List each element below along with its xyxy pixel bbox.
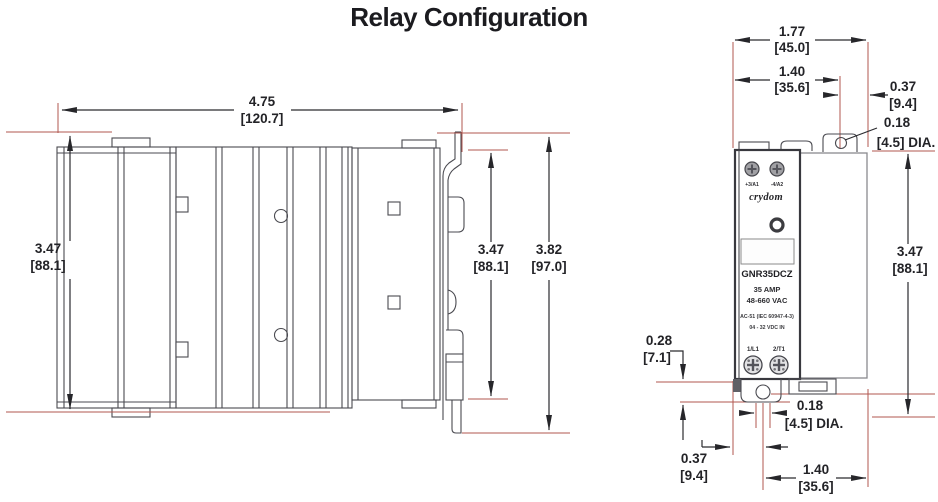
dim-front-bottom-hole-dia: 0.18 [4.5] DIA.	[739, 398, 844, 431]
bottom-right-tab	[788, 378, 837, 395]
dim-value-mm: [7.1]	[643, 350, 671, 365]
page-title: Relay Configuration	[350, 2, 588, 32]
relay-housing-side	[56, 137, 177, 418]
dim-front-bottom-tab: 0.28 [7.1]	[643, 333, 686, 440]
dim-side-height-overall: 3.82 [97.0]	[531, 136, 567, 431]
dim-front-top-hole-offset: 1.40 [35.6]	[734, 64, 839, 95]
din-rail-bracket	[442, 131, 465, 434]
dim-front-width-overall: 1.77 [45.0]	[734, 24, 867, 55]
dim-side-height-body: 3.47 [88.1]	[473, 152, 509, 397]
fin-clip	[175, 196, 189, 213]
dim-value: 3.47	[897, 244, 923, 259]
dim-value: 3.47	[478, 242, 504, 257]
dim-value: 0.18	[884, 115, 911, 130]
control-input: 04 - 32 VDC IN	[749, 325, 784, 331]
dim-value-mm: [97.0]	[531, 259, 566, 274]
dim-value: 1.40	[779, 64, 805, 79]
top-tab-flat	[738, 141, 770, 151]
top-mounting-tab	[822, 133, 858, 152]
model-number: GNR35DCZ	[741, 269, 792, 280]
mounting-hole	[273, 208, 289, 224]
dim-value: 1.77	[779, 24, 805, 39]
terminal-label-1l1: 1/L1	[747, 347, 760, 353]
brand-logo: crydom	[749, 192, 783, 203]
dim-side-width: 4.75 [120.7]	[61, 94, 459, 126]
dim-value: 0.37	[681, 451, 707, 466]
front-view-drawing: +3/A1 -4/A2 crydom GNR35DCZ 35 AMP 48-66…	[643, 24, 935, 494]
output-terminal-screw-right	[769, 355, 789, 375]
side-view-drawing: 4.75 [120.7] 3.47 [88.1] 3.47 [88.1]	[6, 94, 570, 434]
dim-value-mm: [88.1]	[473, 259, 508, 274]
dim-value: 0.28	[646, 333, 673, 348]
dim-value-mm: [35.6]	[798, 479, 833, 494]
dim-value: 0.18	[797, 398, 824, 413]
bottom-foot	[733, 379, 741, 392]
utilization-category: AC-51 (IEC 60947-4-3)	[740, 314, 794, 320]
din-spring	[445, 353, 464, 401]
dim-value-mm: [4.5] DIA.	[785, 416, 844, 431]
dim-value: 4.75	[249, 94, 276, 109]
dim-value: 0.37	[890, 79, 916, 94]
dim-front-height: 3.47 [88.1]	[892, 153, 928, 415]
side-view-extension-lines	[6, 103, 570, 434]
relay-face	[733, 148, 802, 381]
dim-value-mm: [35.6]	[774, 80, 809, 95]
dim-front-top-hole-dia: 0.18 [4.5] DIA.	[844, 115, 936, 150]
dim-value: 1.40	[803, 462, 829, 477]
top-tab-hump	[780, 140, 813, 151]
rating-current: 35 AMP	[754, 285, 781, 294]
dim-value: 3.82	[536, 242, 562, 257]
fin-clip	[175, 341, 189, 358]
relay-front-body	[733, 133, 868, 403]
bottom-right-tab-notch	[798, 381, 828, 392]
input-terminal-screw-right	[769, 161, 785, 177]
bottom-mounting-tab	[740, 379, 782, 403]
output-terminal-screw-left	[743, 355, 763, 375]
heatsink-fins	[175, 146, 353, 409]
dim-value-mm: [88.1]	[892, 261, 927, 276]
dim-value-mm: [4.5] DIA.	[877, 135, 936, 150]
dim-front-bottom-hole-offset: 1.40 [35.6]	[765, 462, 867, 494]
top-mounting-hole	[834, 136, 848, 150]
terminal-label-3a1: +3/A1	[745, 182, 759, 188]
dim-value-mm: [45.0]	[774, 40, 809, 55]
din-bump	[447, 289, 457, 315]
terminal-label-2t1: 2/T1	[773, 347, 786, 353]
input-terminal-screw-left	[744, 161, 760, 177]
din-foot	[451, 400, 462, 434]
rating-voltage: 48-660 VAC	[747, 296, 788, 305]
din-hook-lower	[446, 329, 464, 355]
dim-value: 3.47	[35, 241, 61, 256]
dim-value-mm: [120.7]	[241, 111, 284, 126]
mounting-hole	[273, 327, 289, 343]
relay-face-details: +3/A1 -4/A2 crydom GNR35DCZ 35 AMP 48-66…	[740, 161, 795, 375]
din-hook-upper	[448, 196, 465, 233]
dim-value-mm: [9.4]	[889, 96, 917, 111]
heatsink-panel-front	[799, 152, 868, 379]
terminal-label-4a2: -4/A2	[771, 182, 783, 188]
dim-value-mm: [9.4]	[680, 468, 708, 483]
dim-value-mm: [88.1]	[30, 258, 65, 273]
bottom-mounting-hole	[755, 384, 771, 400]
dim-front-bottom-left-offset: 0.37 [9.4]	[680, 440, 788, 483]
label-window	[740, 238, 795, 265]
mounting-plate-side	[351, 139, 441, 409]
status-led	[769, 217, 785, 233]
dim-side-height-left: 3.47 [88.1]	[30, 135, 73, 410]
dim-front-top-right-offset: 0.37 [9.4]	[823, 79, 917, 111]
